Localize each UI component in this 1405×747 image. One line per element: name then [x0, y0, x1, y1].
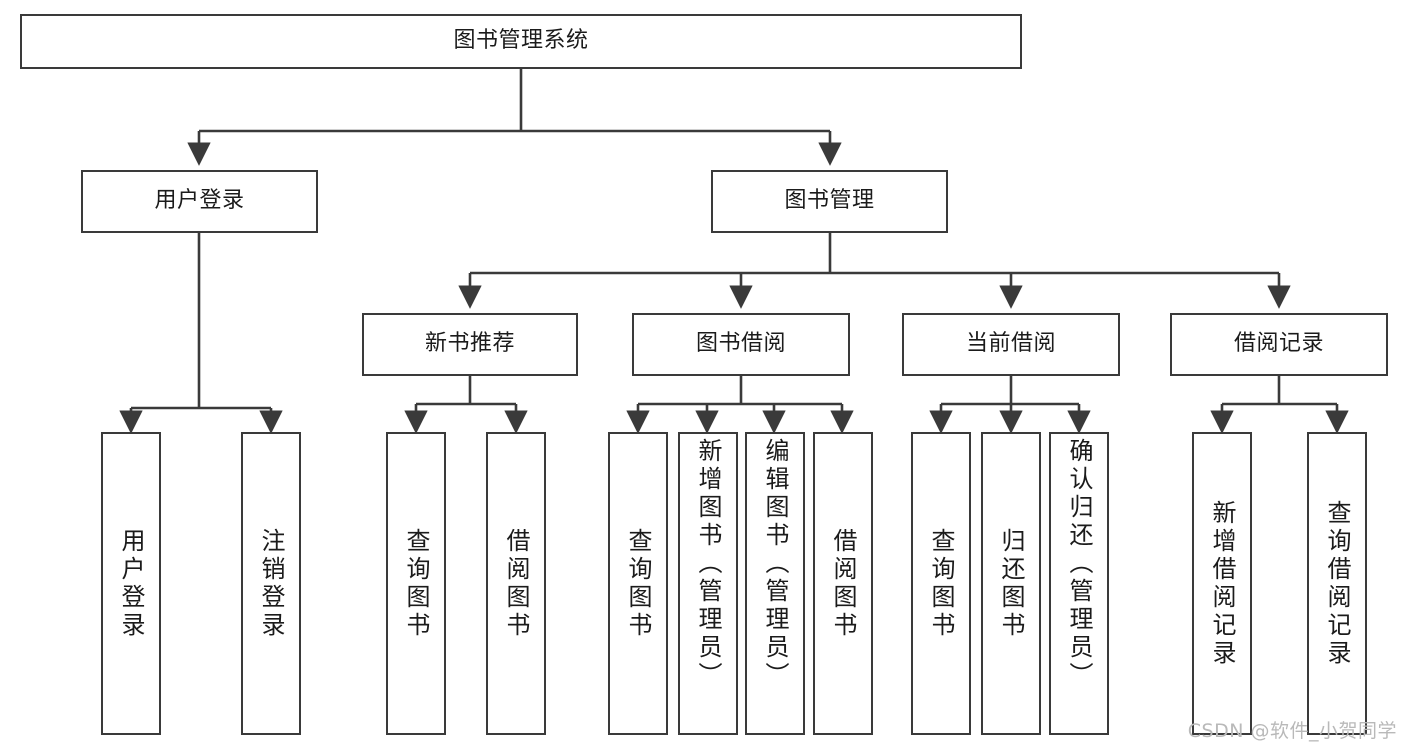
vertical-text-wrap: 查询借阅记录 — [1309, 434, 1365, 733]
node-label: 借阅图书 — [502, 527, 530, 640]
node-label: 当前借阅 — [965, 331, 1056, 357]
node-label: 编辑图书（管理员） — [761, 438, 789, 690]
node-label: 用户登录 — [154, 188, 245, 214]
node-root-system[interactable]: 图书管理系统 — [20, 14, 1022, 69]
node-book-borrow[interactable]: 图书借阅 — [632, 313, 850, 376]
node-user-login[interactable]: 用户登录 — [81, 170, 318, 233]
node-leaf-query-book-current[interactable]: 查询图书 — [911, 432, 971, 735]
node-label: 查询图书 — [624, 527, 652, 640]
node-leaf-add-book-admin[interactable]: 新增图书（管理员） — [678, 432, 738, 735]
node-label: 图书借阅 — [695, 331, 786, 357]
node-borrow-records[interactable]: 借阅记录 — [1170, 313, 1388, 376]
node-leaf-borrow-book-recommend[interactable]: 借阅图书 — [486, 432, 546, 735]
node-label: 归还图书 — [997, 527, 1025, 640]
node-label: 新增图书（管理员） — [694, 438, 722, 690]
node-label: 确认归还（管理员） — [1065, 438, 1093, 690]
node-book-management[interactable]: 图书管理 — [711, 170, 948, 233]
node-label: 图书管理系统 — [453, 28, 589, 54]
node-leaf-borrow-book[interactable]: 借阅图书 — [813, 432, 873, 735]
node-leaf-add-borrow-record[interactable]: 新增借阅记录 — [1192, 432, 1252, 735]
node-label: 图书管理 — [784, 188, 875, 214]
vertical-text-wrap: 新增借阅记录 — [1194, 434, 1250, 733]
node-leaf-query-borrow-record[interactable]: 查询借阅记录 — [1307, 432, 1367, 735]
node-label: 用户登录 — [117, 527, 145, 640]
vertical-text-wrap: 注销登录 — [243, 434, 299, 733]
node-label: 借阅图书 — [829, 527, 857, 640]
node-leaf-edit-book-admin[interactable]: 编辑图书（管理员） — [745, 432, 805, 735]
vertical-text-wrap: 查询图书 — [610, 434, 666, 733]
vertical-text-wrap: 新增图书（管理员） — [680, 434, 736, 737]
vertical-text-wrap: 借阅图书 — [815, 434, 871, 733]
node-label: 注销登录 — [257, 527, 285, 640]
node-leaf-confirm-return-admin[interactable]: 确认归还（管理员） — [1049, 432, 1109, 735]
node-leaf-user-login[interactable]: 用户登录 — [101, 432, 161, 735]
vertical-text-wrap: 确认归还（管理员） — [1051, 434, 1107, 737]
watermark-text: CSDN @软件_小贺同学 — [1187, 720, 1397, 742]
vertical-text-wrap: 归还图书 — [983, 434, 1039, 733]
vertical-text-wrap: 编辑图书（管理员） — [747, 434, 803, 737]
node-leaf-logout[interactable]: 注销登录 — [241, 432, 301, 735]
vertical-text-wrap: 查询图书 — [913, 434, 969, 733]
node-label: 借阅记录 — [1233, 331, 1324, 357]
node-label: 新增借阅记录 — [1208, 499, 1236, 668]
vertical-text-wrap: 查询图书 — [388, 434, 444, 733]
node-leaf-return-book[interactable]: 归还图书 — [981, 432, 1041, 735]
node-label: 查询图书 — [402, 527, 430, 640]
node-new-book-recommend[interactable]: 新书推荐 — [362, 313, 578, 376]
vertical-text-wrap: 用户登录 — [103, 434, 159, 733]
node-label: 查询借阅记录 — [1323, 499, 1351, 668]
node-leaf-query-book-recommend[interactable]: 查询图书 — [386, 432, 446, 735]
node-label: 新书推荐 — [424, 331, 515, 357]
vertical-text-wrap: 借阅图书 — [488, 434, 544, 733]
node-current-borrow[interactable]: 当前借阅 — [902, 313, 1120, 376]
node-label: 查询图书 — [927, 527, 955, 640]
node-leaf-query-book-borrow[interactable]: 查询图书 — [608, 432, 668, 735]
